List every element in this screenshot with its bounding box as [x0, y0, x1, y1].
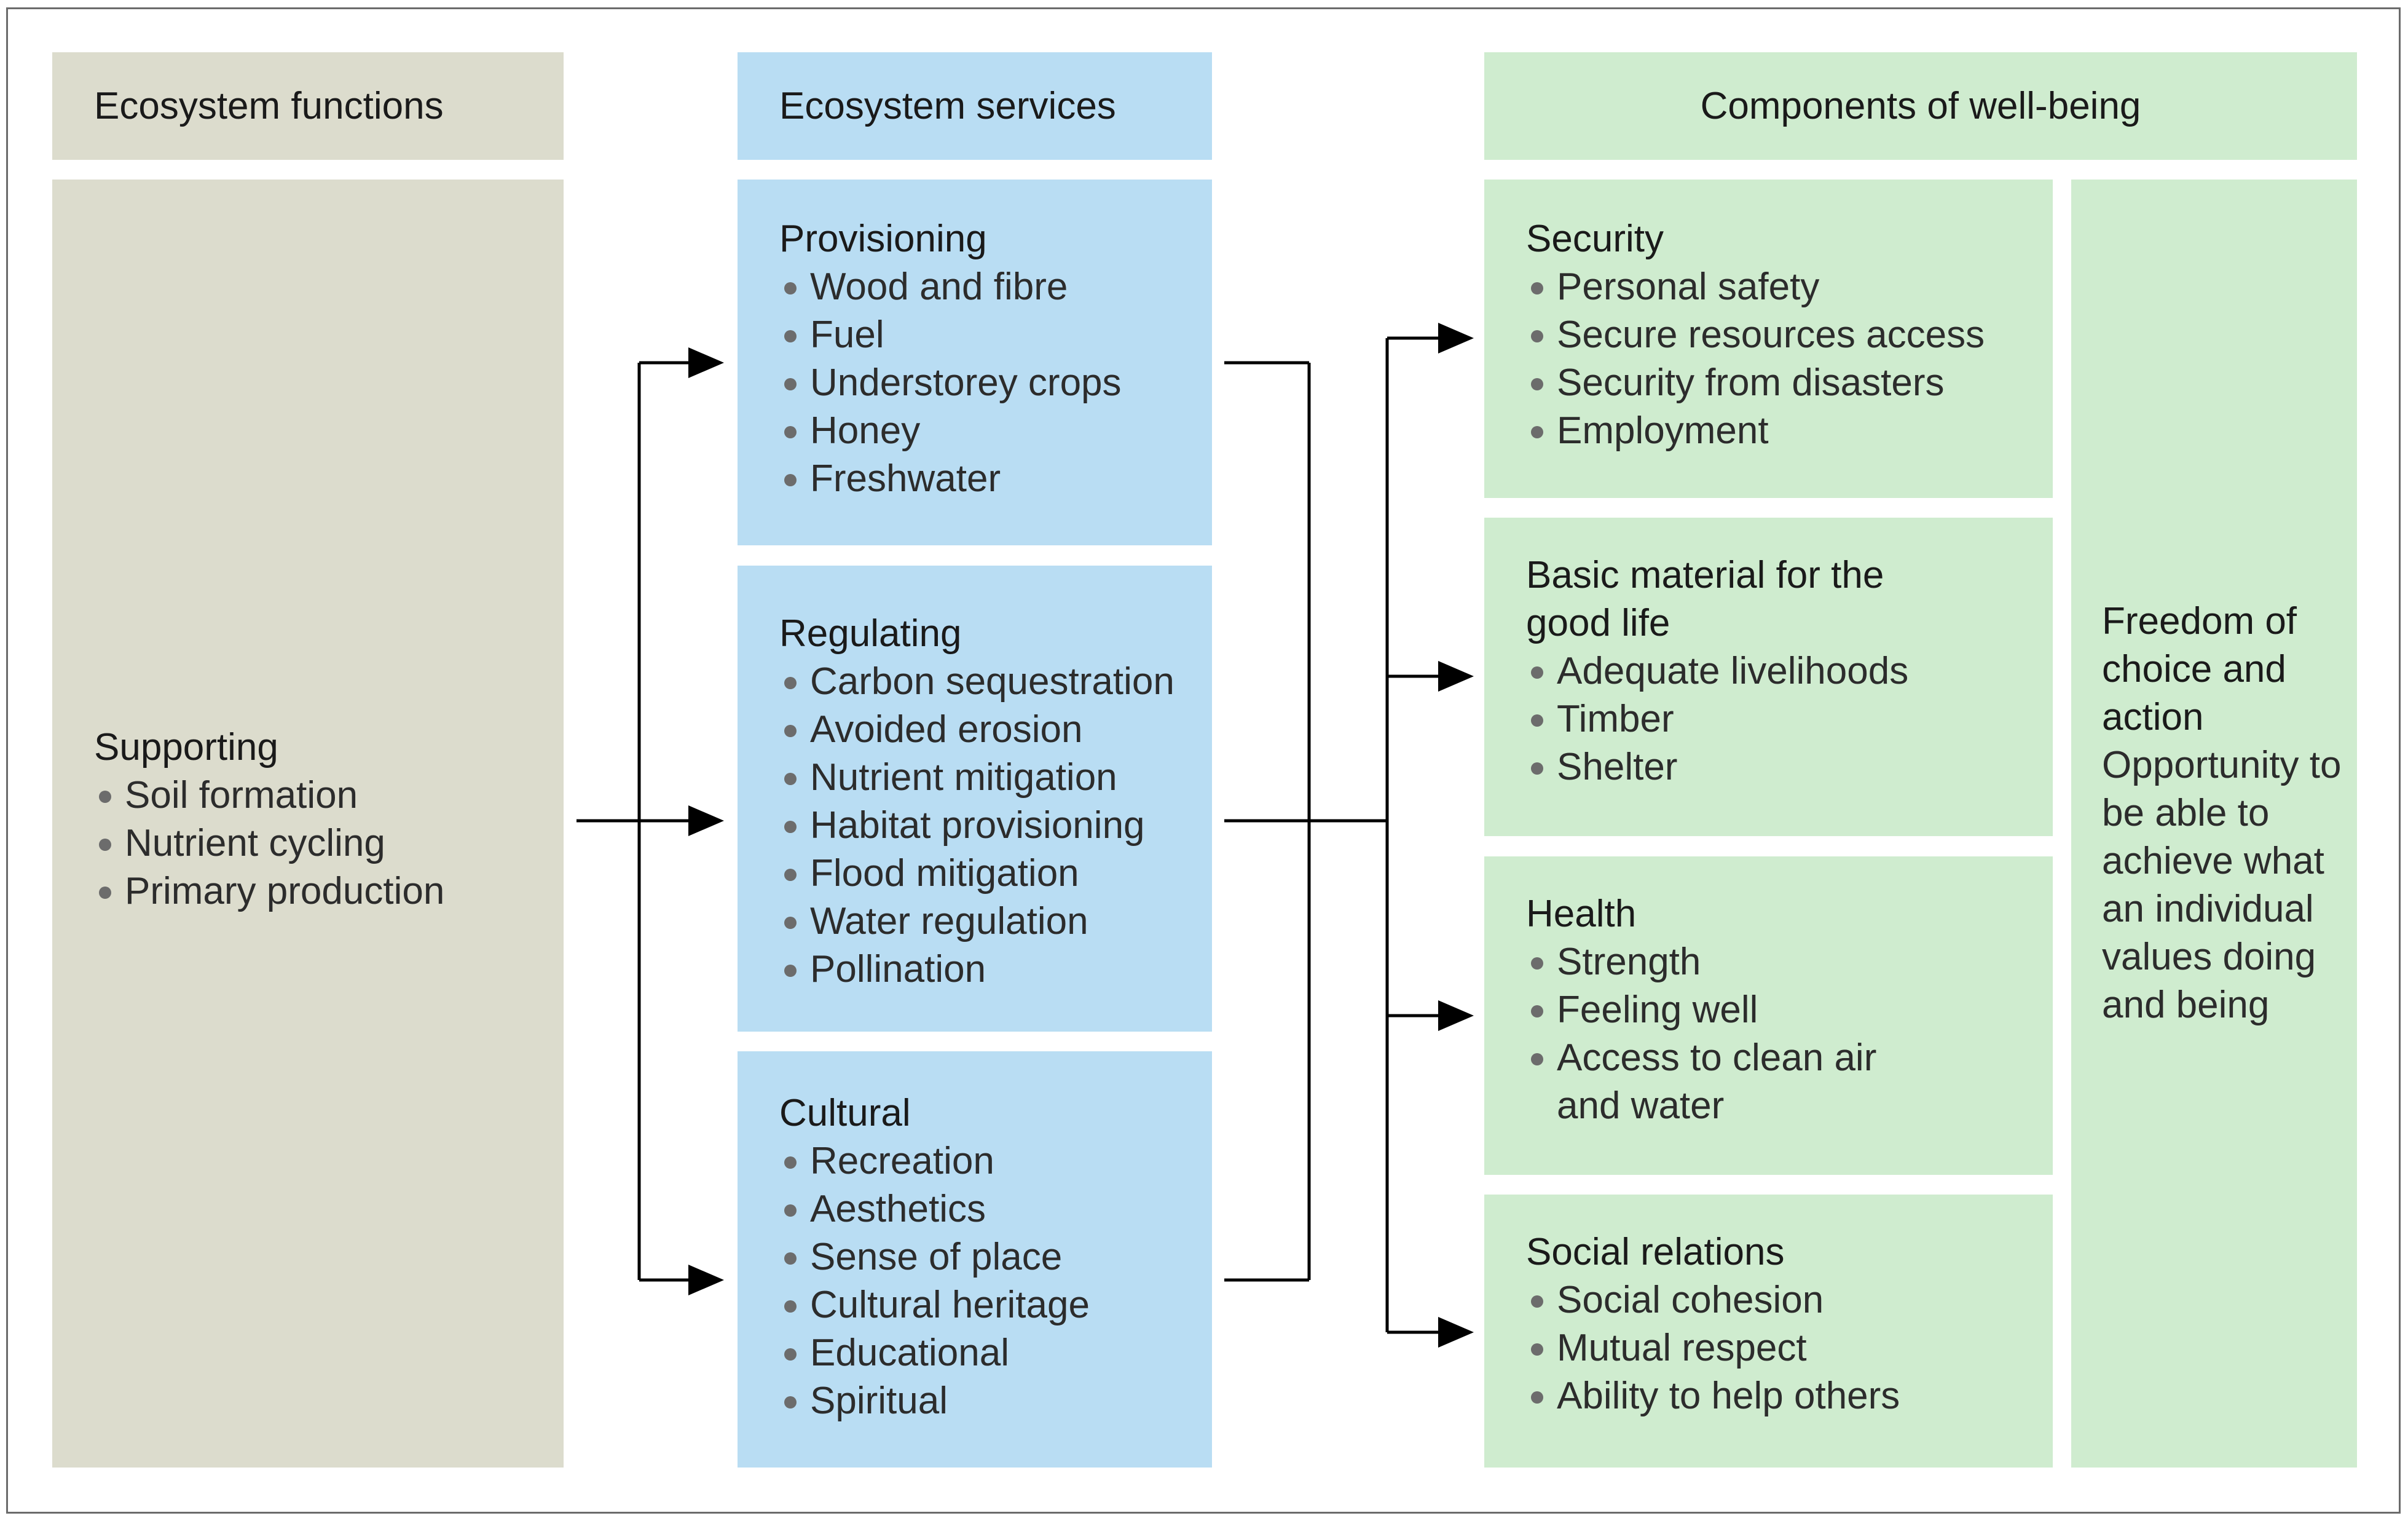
list-item: Nutrient cycling — [94, 820, 549, 867]
basic-material-list: Adequate livelihoods Timber Shelter — [1526, 647, 2040, 791]
header-components-of-wellbeing-label: Components of well-being — [1700, 85, 2141, 127]
health-box: Health Strength Feeling well Access to c… — [1484, 856, 2053, 1175]
list-item: Access to clean air and water — [1526, 1034, 1938, 1130]
list-item: Employment — [1526, 407, 2040, 455]
basic-material-box: Basic material for the good life Adequat… — [1484, 518, 2053, 836]
list-item: Timber — [1526, 695, 2040, 743]
list-item: Adequate livelihoods — [1526, 647, 2040, 695]
list-item: Understorey crops — [779, 359, 1200, 407]
list-item: Fuel — [779, 311, 1200, 359]
security-list: Personal safety Secure resources access … — [1526, 263, 2040, 455]
provisioning-box: Provisioning Wood and fibre Fuel Underst… — [738, 180, 1212, 545]
list-item: Shelter — [1526, 743, 2040, 791]
cultural-title: Cultural — [779, 1092, 911, 1134]
list-item: Aesthetics — [779, 1185, 1200, 1233]
list-item: Wood and fibre — [779, 263, 1200, 311]
arrowhead-cultural — [688, 1265, 724, 1295]
list-item: Sense of place — [779, 1233, 1200, 1281]
supporting-box: Supporting Soil formation Nutrient cycli… — [52, 180, 564, 1468]
header-ecosystem-services-label: Ecosystem services — [779, 85, 1116, 127]
freedom-title: Freedom of choice and action — [2102, 600, 2297, 738]
list-item: Feeling well — [1526, 986, 2040, 1034]
arrowhead-health — [1438, 1000, 1474, 1031]
cultural-box: Cultural Recreation Aesthetics Sense of … — [738, 1051, 1212, 1468]
security-box: Security Personal safety Secure resource… — [1484, 180, 2053, 498]
list-item: Soil formation — [94, 772, 549, 820]
header-ecosystem-services: Ecosystem services — [738, 52, 1212, 160]
basic-material-title: Basic material for the good life — [1526, 554, 1884, 644]
list-item: Honey — [779, 407, 1200, 455]
health-title: Health — [1526, 893, 1637, 935]
social-relations-title: Social relations — [1526, 1231, 1785, 1273]
list-item: Pollination — [779, 946, 1200, 994]
list-item: Water regulation — [779, 898, 1200, 946]
regulating-box: Regulating Carbon sequestration Avoided … — [738, 566, 1212, 1032]
list-item: Mutual respect — [1526, 1324, 2040, 1372]
list-item: Cultural heritage — [779, 1281, 1200, 1329]
list-item: Recreation — [779, 1137, 1200, 1185]
header-components-of-wellbeing: Components of well-being — [1484, 52, 2357, 160]
list-item: Avoided erosion — [779, 706, 1200, 754]
social-relations-list: Social cohesion Mutual respect Ability t… — [1526, 1276, 2040, 1420]
list-item: Strength — [1526, 938, 2040, 986]
list-item: Security from disasters — [1526, 359, 2040, 407]
list-item: Habitat provisioning — [779, 802, 1200, 850]
list-item: Spiritual — [779, 1377, 1200, 1425]
arrowhead-social-relations — [1438, 1317, 1474, 1348]
supporting-list: Soil formation Nutrient cycling Primary … — [94, 772, 549, 915]
list-item: Secure resources access — [1526, 311, 2040, 359]
list-item: Flood mitigation — [779, 850, 1200, 898]
arrowhead-provisioning — [688, 347, 724, 378]
list-item: Primary production — [94, 867, 549, 915]
supporting-title: Supporting — [94, 726, 278, 768]
cultural-list: Recreation Aesthetics Sense of place Cul… — [779, 1137, 1200, 1425]
regulating-title: Regulating — [779, 612, 962, 655]
list-item: Educational — [779, 1329, 1200, 1377]
header-ecosystem-functions-label: Ecosystem functions — [94, 85, 444, 127]
provisioning-list: Wood and fibre Fuel Understorey crops Ho… — [779, 263, 1200, 503]
list-item: Social cohesion — [1526, 1276, 2040, 1324]
freedom-box: Freedom of choice and action Opportunity… — [2071, 180, 2357, 1468]
arrowhead-security — [1438, 323, 1474, 354]
provisioning-title: Provisioning — [779, 218, 987, 260]
list-item: Carbon sequestration — [779, 658, 1200, 706]
social-relations-box: Social relations Social cohesion Mutual … — [1484, 1195, 2053, 1468]
arrowhead-basic-material — [1438, 661, 1474, 692]
list-item: Freshwater — [779, 455, 1200, 503]
health-list: Strength Feeling well Access to clean ai… — [1526, 938, 2040, 1130]
list-item: Ability to help others — [1526, 1372, 2040, 1420]
freedom-description: Opportunity to be able to achieve what a… — [2102, 744, 2342, 1026]
list-item: Nutrient mitigation — [779, 754, 1200, 802]
list-item: Personal safety — [1526, 263, 2040, 311]
header-ecosystem-functions: Ecosystem functions — [52, 52, 564, 160]
arrowhead-regulating — [688, 805, 724, 836]
regulating-list: Carbon sequestration Avoided erosion Nut… — [779, 658, 1200, 994]
security-title: Security — [1526, 218, 1664, 260]
